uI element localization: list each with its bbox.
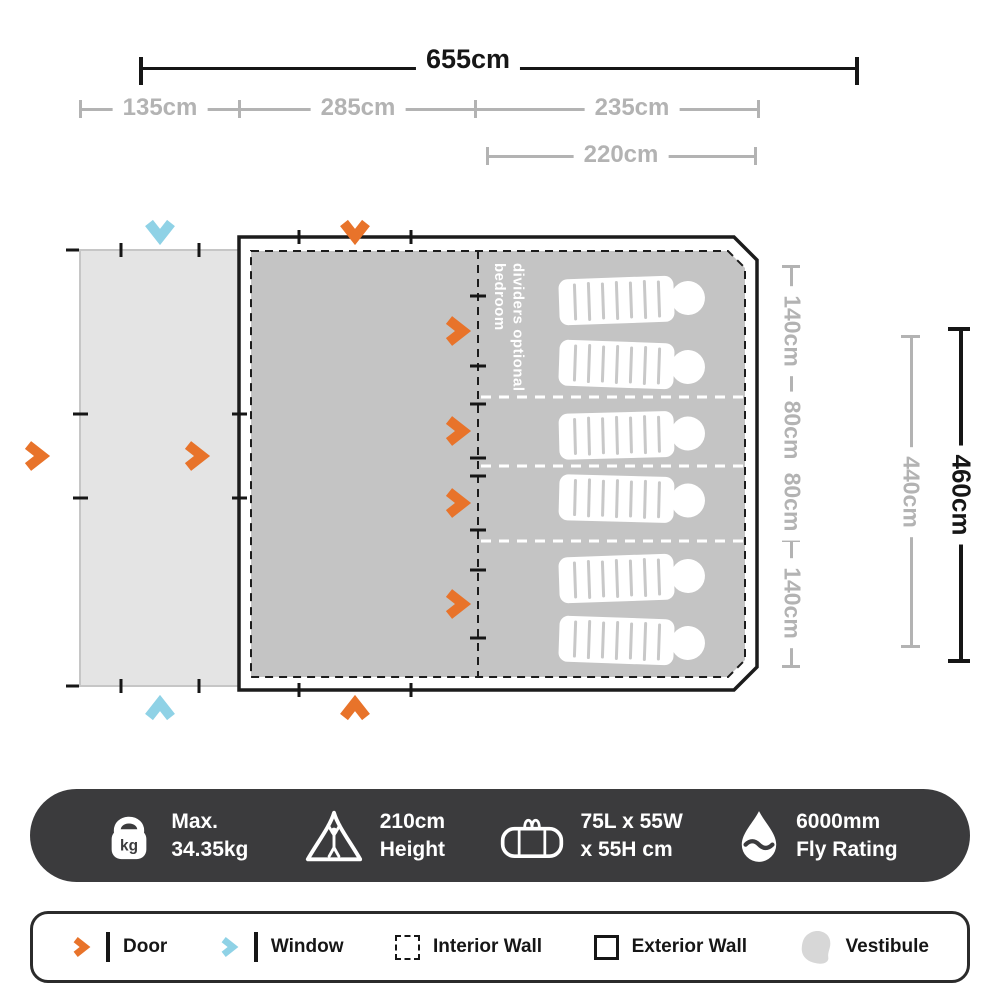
dim-440-label: 440cm [894, 447, 928, 537]
vestibule-corner-ticks [66, 248, 79, 688]
spec-height-line1: 210cm [379, 810, 446, 834]
legend-exterior-label: Exterior Wall [631, 936, 748, 957]
exterior-wall-icon [593, 934, 619, 960]
dim-655-cap-right [855, 57, 859, 85]
legend-window-label: Window [270, 936, 344, 957]
vestibule-area [79, 249, 241, 687]
bedroom-note: bedroom dividers optional [489, 263, 527, 392]
dim-tick [782, 265, 800, 268]
legend-vestibule-label: Vestibule [845, 936, 929, 957]
spec-packed: 75L x 55W x 55H cm [499, 808, 683, 863]
door-arrow-top [344, 223, 366, 237]
interior-wall-icon [394, 934, 420, 960]
dim-135-label: 135cm [112, 94, 208, 122]
dim-140b-label: 140cm [775, 558, 809, 648]
spec-weight-text: Max. 34.35kg [171, 808, 248, 863]
legend-door-label: Door [123, 936, 168, 957]
spec-packed-text: 75L x 55W x 55H cm [580, 808, 682, 863]
tent-height-icon [305, 810, 362, 861]
dim-220-label: 220cm [573, 141, 669, 169]
dim-440-cap-bot [901, 645, 920, 648]
spec-bar: kg Max. 34.35kg 210cm Height [30, 789, 970, 882]
kettlebell-icon: kg [111, 816, 147, 859]
window-wall-mark [253, 932, 258, 962]
spec-weight-line1: Max. [171, 810, 219, 834]
legend-door: Door [71, 932, 167, 962]
dim-tick [486, 147, 489, 165]
window-arrow-bottom [149, 703, 171, 717]
door-arrow-front [28, 445, 42, 467]
spec-fly-line1: 6000mm [796, 810, 881, 834]
spec-fly: 6000mm Fly Rating [737, 808, 898, 864]
door-wall-mark [106, 932, 110, 962]
spec-height-line2: Height [379, 837, 446, 861]
dim-tick [79, 100, 82, 118]
vestibule-icon [801, 930, 830, 964]
legend-window: Window [219, 932, 344, 962]
dim-460-label: 460cm [942, 445, 980, 545]
window-arrow-top [149, 223, 171, 237]
spec-weight: kg Max. 34.35kg [102, 808, 248, 863]
spec-packed-line2: x 55H cm [580, 837, 673, 861]
dim-tick [754, 147, 757, 165]
dim-440-cap-top [901, 335, 920, 338]
dim-tick [782, 539, 800, 542]
legend-exterior-wall: Exterior Wall [593, 934, 748, 960]
door-arrow-bottom [344, 703, 366, 717]
spec-height: 210cm Height [303, 808, 445, 864]
water-drop-icon [741, 810, 777, 862]
dim-80b-label: 80cm [775, 463, 809, 541]
dim-tick [474, 100, 477, 118]
spec-fly-text: 6000mm Fly Rating [796, 808, 898, 863]
spec-weight-line2: 34.35kg [171, 837, 249, 861]
duffel-bag-icon [501, 818, 564, 858]
door-icon [71, 935, 91, 959]
spec-height-text: 210cm Height [380, 808, 445, 863]
dim-tick [757, 100, 760, 118]
dim-80a-label: 80cm [775, 391, 809, 469]
window-icon [219, 935, 239, 959]
legend-interior-label: Interior Wall [432, 936, 543, 957]
spec-fly-line2: Fly Rating [796, 837, 898, 861]
dim-tick [238, 100, 241, 118]
bedroom-note-line2: dividers optional [509, 263, 527, 392]
spec-packed-line1: 75L x 55W [580, 810, 683, 834]
legend-vestibule: Vestibule [799, 929, 929, 965]
bedroom-note-line1: bedroom [490, 263, 508, 331]
dim-285-label: 285cm [310, 94, 406, 122]
dim-460-cap-bot [948, 659, 970, 663]
wall-ticks [73, 230, 486, 697]
dim-top-segments-line [80, 108, 760, 111]
dim-140a-label: 140cm [775, 286, 809, 376]
kg-label: kg [120, 837, 138, 854]
legend-interior-wall: Interior Wall [394, 934, 543, 960]
legend-bar: Door Window Interior Wall Exterior Wall … [30, 911, 970, 983]
dim-655-cap-left [139, 57, 143, 85]
dim-655-label: 655cm [415, 44, 521, 75]
dim-tick [782, 665, 800, 668]
dim-460-cap-top [948, 327, 970, 331]
bedroom-dividers [481, 395, 743, 543]
dim-235-label: 235cm [584, 94, 680, 122]
